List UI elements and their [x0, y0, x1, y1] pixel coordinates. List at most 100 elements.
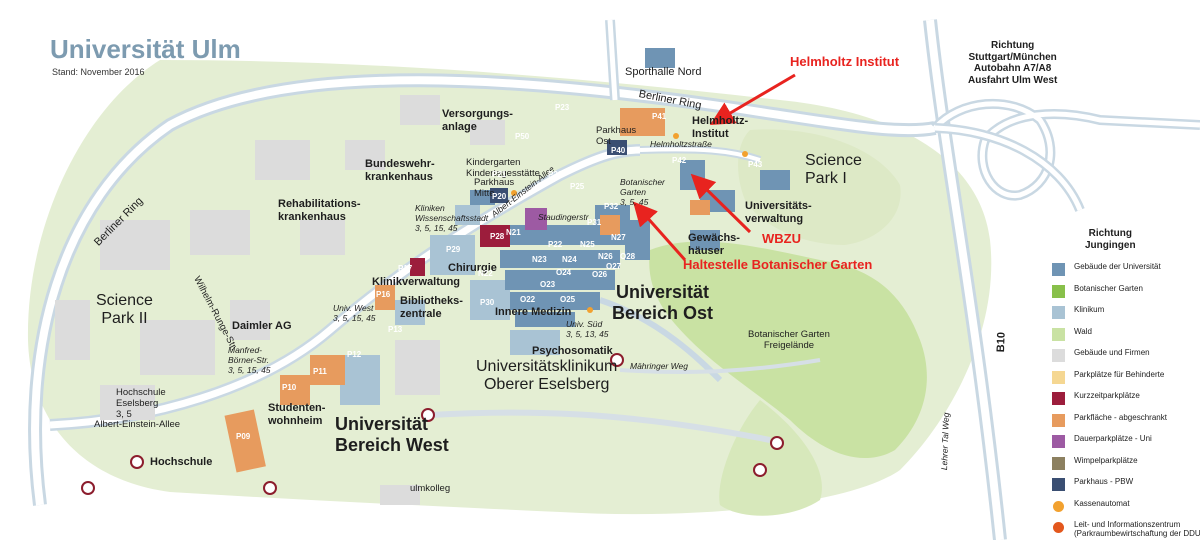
label-bundeswehrkrankenhaus: Bundeswehr- krankenhaus — [365, 158, 435, 183]
legend-label: Gebäude und Firmen — [1074, 348, 1150, 357]
clinic-buildings — [340, 205, 560, 405]
building-n27: N27 — [611, 233, 626, 242]
label-science-park-2: Science Park II — [96, 292, 153, 328]
building-n22: N22 — [478, 269, 493, 278]
label-hochschule-eselsberg: Hochschule Eselsberg 3, 5 — [116, 387, 166, 420]
label-kliniken-haltestelle: Kliniken Wissenschaftsstadt 3, 5, 15, 45 — [415, 203, 489, 233]
parking-p31: P31 — [587, 218, 602, 227]
legend-item: Botanischer Garten — [1050, 282, 1200, 302]
parking-areas — [224, 108, 710, 473]
legend-swatch — [1052, 349, 1065, 362]
maehringer-road — [619, 358, 821, 374]
south-road — [429, 409, 771, 443]
legend-item: Dauerparkplätze - Uni — [1050, 432, 1200, 452]
label-kindergarten: Kindergarten Kindertagesstätte — [466, 157, 540, 179]
legend-swatch — [1052, 413, 1065, 427]
legend-item: Kurzzeitparkplätze — [1050, 389, 1200, 409]
legend-item: Wimpelparkplätze — [1050, 454, 1200, 474]
legend-swatch — [1052, 392, 1065, 405]
label-versorgungsanlage: Versorgungs- anlage — [442, 108, 513, 133]
parking-p11: P11 — [313, 367, 327, 376]
legend-item: Wald — [1050, 325, 1200, 345]
parking-p13: P13 — [388, 325, 403, 334]
legend-label: Wald — [1074, 326, 1092, 336]
parking-p25: P25 — [570, 182, 585, 191]
legend-label: Wimpelparkplätze — [1074, 455, 1138, 465]
arrow-helmholtz — [709, 73, 796, 126]
label-albert-einstein-allee-bottom: Albert-Einstein-Allee — [94, 419, 181, 430]
science-park-1-area — [738, 129, 901, 245]
legend-swatch — [1052, 306, 1065, 319]
label-maehringer-weg: Mähringer Weg — [630, 361, 688, 371]
parking-p30: P30 — [480, 298, 495, 307]
label-universitaetsklinikum: Universitätsklinikum Oberer Eselsberg — [476, 358, 618, 394]
parking-p20: P20 — [492, 192, 507, 201]
parking-p40: P40 — [611, 146, 626, 155]
parking-p32: P32 — [604, 202, 619, 211]
parking-p16: P16 — [376, 290, 391, 299]
kurzzeitparkplatz — [480, 225, 510, 247]
legend-label: Parkhaus - PBW — [1074, 477, 1134, 486]
annotation-arrows — [633, 73, 796, 261]
building-n25: N25 — [580, 240, 595, 249]
legend-label: Botanischer Garten — [1074, 283, 1143, 293]
parking-p10: P10 — [282, 383, 297, 392]
label-hochschule: Hochschule — [150, 456, 213, 468]
parking-p29: P29 — [446, 245, 461, 254]
label-science-park-1: Science Park I — [805, 152, 862, 188]
building-o25: O25 — [560, 295, 576, 304]
label-parkhaus-mitte: Parkhaus Mitte — [474, 177, 515, 199]
legend-label: Gebäude der Universität — [1074, 262, 1161, 271]
parking-p21: P21 — [492, 170, 507, 179]
label-manfred-boerner-str: Manfred- Börner-Str. 3, 5, 15, 45 — [228, 345, 271, 375]
parking-p23: P23 — [555, 103, 570, 112]
label-klinikverwaltung: Klinikverwaltung — [372, 276, 461, 288]
parking-p28: P28 — [490, 232, 505, 241]
building-o22: O22 — [520, 295, 536, 304]
label-richtung-stuttgart: Richtung Stuttgart/München Autobahn A7/A… — [968, 40, 1058, 86]
legend-label: Kurzzeitparkplätze — [1074, 391, 1140, 400]
annotation-haltestelle: Haltestelle Botanischer Garten — [683, 257, 873, 272]
label-studentenwohnheim: Studenten- wohnheim — [268, 402, 326, 427]
label-helmholtzstrasse: Helmholtzstraße — [650, 139, 712, 149]
page-title: Universität Ulm — [50, 34, 241, 64]
label-bereich-ost: Universität Bereich Ost — [612, 282, 714, 323]
building-n23: N23 — [532, 255, 547, 264]
dauerparkplatz — [525, 208, 547, 230]
label-univ-west-stop: Univ. West 3, 5, 15, 45 — [333, 303, 376, 323]
kurzzeitparkplatz-2 — [410, 258, 425, 276]
label-psychosomatik: Psychosomatik — [532, 345, 613, 357]
gate-markers — [81, 353, 784, 495]
arrow-wbzu — [690, 173, 752, 234]
legend-label: Parkfläche - abgeschrankt — [1074, 412, 1167, 422]
legend-label: Dauerparkplätze - Uni — [1074, 434, 1152, 443]
parking-p50: P50 — [515, 132, 530, 141]
legend-swatch — [1052, 284, 1065, 298]
parking-p12: P12 — [347, 350, 362, 359]
legend-swatch — [1052, 263, 1065, 276]
legend-label: Parkplätze für Behinderte — [1074, 369, 1165, 379]
label-botanischer-garten-freigelaende: Botanischer Garten Freigelände — [748, 329, 830, 351]
annotation-wbzu: WBZU — [762, 231, 801, 246]
parkhaus-mitte-block — [490, 188, 508, 203]
building-o23: O23 — [540, 280, 556, 289]
label-bibliothekszentrale: Bibliotheks- zentrale — [400, 295, 463, 320]
label-ulmkolleg: ulmkolleg — [410, 483, 451, 494]
legend-item: Gebäude und Firmen — [1050, 346, 1200, 366]
building-n26: N26 — [598, 252, 613, 261]
forest-area-2 — [719, 400, 822, 516]
parking-p43: P43 — [748, 160, 763, 169]
forest-area — [649, 241, 927, 459]
building-o28: O28 — [620, 252, 636, 261]
legend-swatch — [1053, 500, 1064, 512]
parking-p41: P41 — [652, 112, 667, 121]
label-botanischer-garten-stop: Botanischer Garten 3, 5, 45 — [620, 177, 665, 207]
parking-p17: P17 — [398, 264, 413, 273]
annotation-helmholtz-institut: Helmholtz Institut — [790, 54, 900, 69]
parkhaus-ost-block — [607, 140, 627, 155]
building-o27: O27 — [606, 262, 622, 271]
legend-item: Parkhaus - PBW — [1050, 475, 1200, 495]
parking-p22: P22 — [548, 240, 563, 249]
